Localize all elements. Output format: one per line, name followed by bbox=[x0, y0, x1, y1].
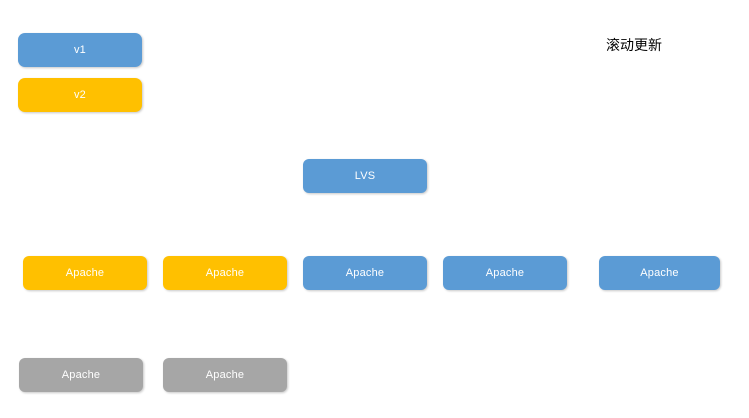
server_row_inactive-node-label: Apache bbox=[205, 368, 245, 381]
server_row_active-node[interactable]: Apache bbox=[443, 256, 567, 290]
balancer_nodes-node-label: LVS bbox=[354, 169, 376, 182]
server_row_inactive-node-label: Apache bbox=[61, 368, 101, 381]
legend_nodes-node[interactable]: v2 bbox=[18, 78, 142, 112]
server_row_active-node[interactable]: Apache bbox=[599, 256, 720, 290]
diagram-annotation: 滚动更新 bbox=[606, 37, 662, 53]
server_row_active-node[interactable]: Apache bbox=[163, 256, 287, 290]
server_row_active-node-label: Apache bbox=[640, 266, 679, 279]
legend_nodes-node[interactable]: v1 bbox=[18, 33, 142, 67]
server_row_inactive-node[interactable]: Apache bbox=[163, 358, 287, 392]
server_row_active-node-label: Apache bbox=[205, 266, 245, 279]
server_row_active-node-label: Apache bbox=[65, 266, 105, 279]
legend_nodes-node-label: v1 bbox=[73, 43, 87, 56]
server_row_active-node-label: Apache bbox=[485, 266, 525, 279]
balancer_nodes-node[interactable]: LVS bbox=[303, 159, 427, 193]
legend_nodes-node-label: v2 bbox=[73, 88, 87, 101]
server_row_active-node-label: Apache bbox=[345, 266, 385, 279]
server_row_inactive-node[interactable]: Apache bbox=[19, 358, 143, 392]
server_row_active-node[interactable]: Apache bbox=[23, 256, 147, 290]
server_row_active-node[interactable]: Apache bbox=[303, 256, 427, 290]
